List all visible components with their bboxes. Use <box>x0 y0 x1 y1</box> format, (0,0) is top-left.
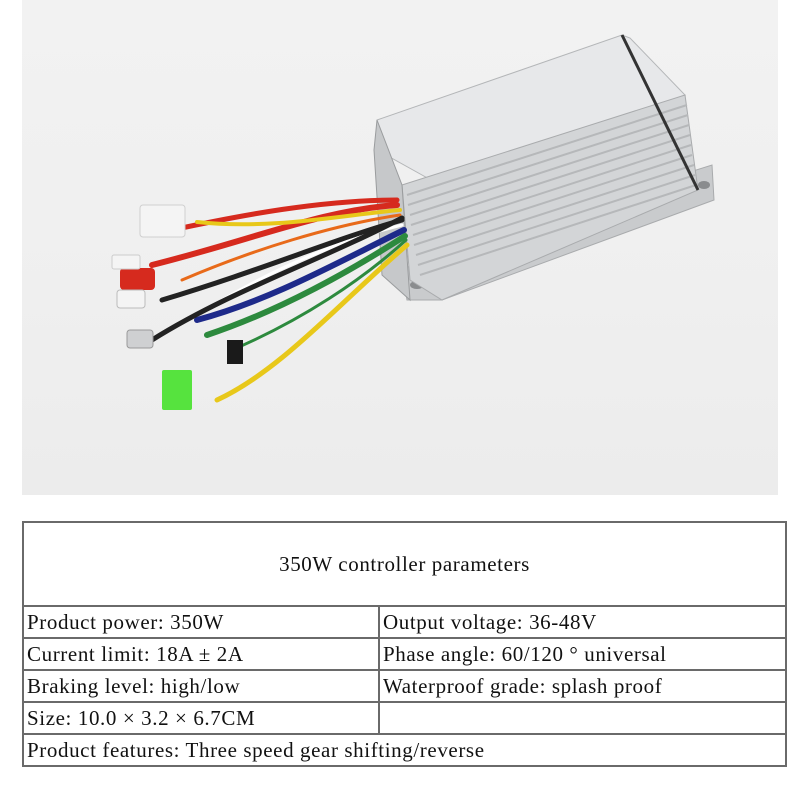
spec-size: Size: 10.0 × 3.2 × 6.7CM <box>22 701 380 735</box>
spec-product-features: Product features: Three speed gear shift… <box>21 733 788 767</box>
connector-red <box>120 268 155 290</box>
spec-row: Current limit: 18A ± 2A Phase angle: 60/… <box>22 637 788 671</box>
spec-row: Product features: Three speed gear shift… <box>21 733 788 767</box>
connector-white <box>139 204 186 238</box>
spec-product-power: Product power: 350W <box>22 605 380 639</box>
spec-phase-angle: Phase angle: 60/120 ° universal <box>377 637 788 671</box>
spec-braking-level: Braking level: high/low <box>22 669 380 703</box>
spec-current-limit: Current limit: 18A ± 2A <box>22 637 380 671</box>
spec-output-voltage: Output voltage: 36-48V <box>377 605 788 639</box>
spec-empty-cell <box>377 701 788 735</box>
ring-terminal <box>116 289 146 309</box>
spec-table-title: 350W controller parameters <box>21 521 788 607</box>
spec-row: Size: 10.0 × 3.2 × 6.7CM <box>22 701 788 735</box>
spec-row: Braking level: high/low Waterproof grade… <box>22 669 788 703</box>
spec-row: Product power: 350W Output voltage: 36-4… <box>22 605 788 639</box>
ring-terminal <box>126 329 154 349</box>
connector-green <box>162 370 192 410</box>
spec-table: 350W controller parameters Product power… <box>21 521 788 767</box>
spec-waterproof-grade: Waterproof grade: splash proof <box>377 669 788 703</box>
product-photo <box>22 0 778 495</box>
connector-black <box>227 340 243 364</box>
controller-illustration <box>111 34 715 410</box>
wire-harness <box>149 197 410 403</box>
connector-small-white <box>111 254 141 270</box>
